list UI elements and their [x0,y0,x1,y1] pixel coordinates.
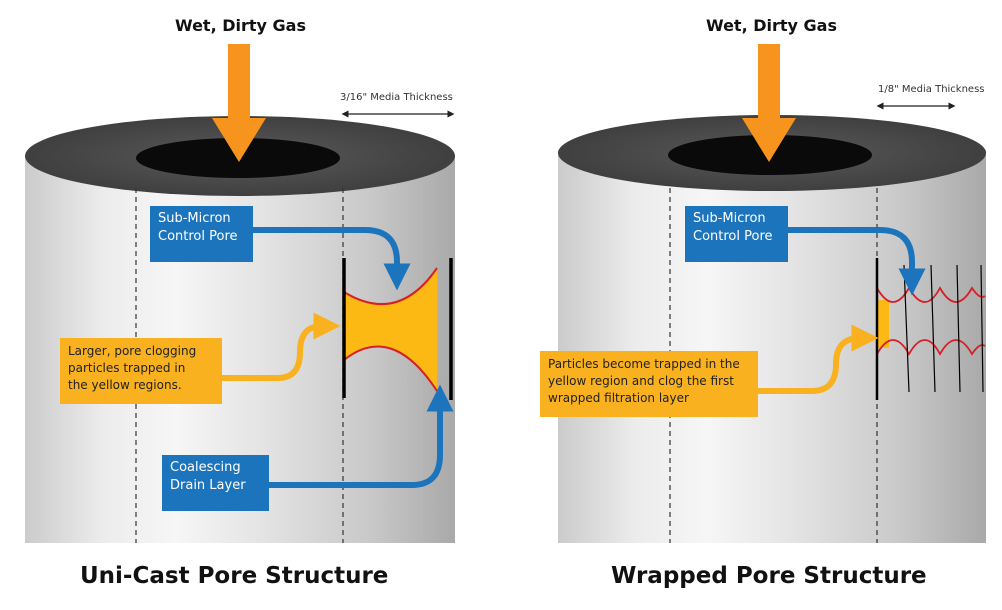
right-clog-note-line-1: Particles become trapped in the [548,357,740,371]
left-control-pore-arrow [252,227,411,291]
left-gas-arrow [212,44,266,162]
right-gas-arrow [742,44,796,162]
left-pore-structure [342,258,453,400]
left-pore-yellow-region [344,268,437,391]
left-thickness-label: 3/16" Media Thickness [340,92,453,103]
right-wrap-layer-line-4 [956,264,961,393]
left-pore-red-curve-top [343,267,438,306]
right-control-pore-arrow [787,227,926,296]
left-pore-red-curve-bottom [343,345,438,392]
right-clog-note-callout: Particles become trapped in the yellow r… [540,351,758,417]
right-control-pore-line-1: Sub-Micron [693,211,766,226]
left-clog-note-line-1: Larger, pore clogging [68,344,197,358]
left-clog-note-line-2: particles trapped in [68,361,186,375]
right-pore-red-scallops-bottom [876,339,986,356]
left-drain-layer-callout: Coalescing Drain Layer [162,455,269,511]
left-control-pore-line-1: Sub-Micron [158,211,231,226]
left-drain-layer-line-1: Coalescing [170,460,241,475]
right-thickness-label: 1/8" Media Thickness [878,84,985,95]
left-drain-layer-line-2: Drain Layer [170,478,246,493]
left-clog-note-line-3: the yellow regions. [68,378,182,392]
left-drain-layer-arrow [268,384,454,488]
right-control-pore-callout: Sub-Micron Control Pore [685,206,788,262]
right-clog-note-line-2: yellow region and clog the first [548,374,734,388]
right-clog-note-arrow [757,324,879,394]
left-control-pore-line-2: Control Pore [158,229,238,244]
right-wrap-layer-line-3 [930,264,936,393]
left-clog-note-callout: Larger, pore clogging particles trapped … [60,338,222,404]
left-clog-note-arrow [222,312,341,381]
left-gas-label: Wet, Dirty Gas [175,16,306,35]
right-filter-cylinder [558,115,986,543]
right-gas-label: Wet, Dirty Gas [706,16,837,35]
right-control-pore-line-2: Control Pore [693,229,773,244]
left-structure-title: Uni-Cast Pore Structure [80,563,389,589]
right-structure-title: Wrapped Pore Structure [611,563,927,589]
left-control-pore-callout: Sub-Micron Control Pore [150,206,253,262]
right-clog-note-line-3: wrapped filtration layer [548,391,689,405]
right-pore-red-scallops-top [876,286,986,303]
right-pore-yellow-region [877,300,889,348]
right-wrap-layer-line-5 [980,264,984,393]
